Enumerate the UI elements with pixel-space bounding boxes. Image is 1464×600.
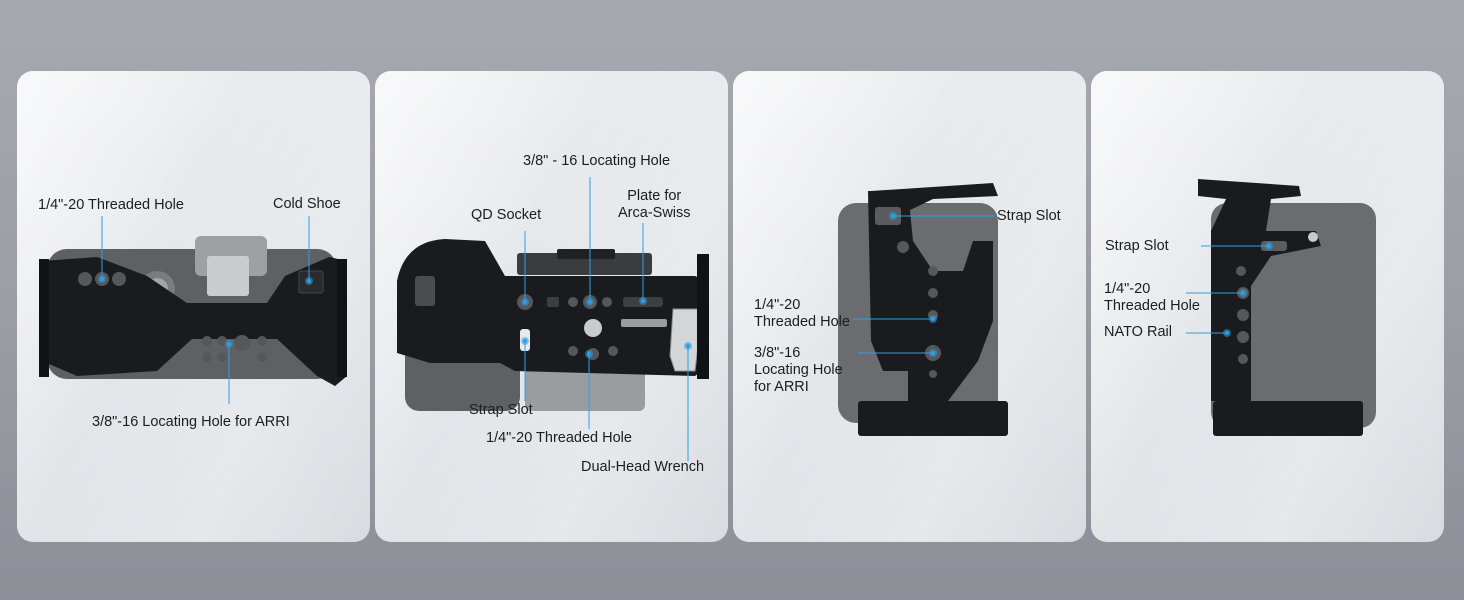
camera-lens-top bbox=[517, 253, 652, 275]
label-plate-for-arca-swiss: Plate for Arca-Swiss bbox=[618, 188, 691, 221]
label-locating-hole: 3/8" - 16 Locating Hole bbox=[523, 153, 671, 169]
strap-slot bbox=[1261, 241, 1287, 251]
strap-slot bbox=[875, 207, 901, 225]
cage-top-plate bbox=[42, 257, 347, 386]
panel-left-side-view: Strap Slot 1/4"-20 Threaded Hole 3/8"-16… bbox=[733, 71, 1086, 542]
qd-socket bbox=[517, 294, 533, 310]
panel-bottom-view: 3/8" - 16 Locating Hole QD Socket Plate … bbox=[375, 71, 728, 542]
threaded-hole-1 bbox=[78, 272, 92, 286]
cage-top-view-illustration bbox=[39, 236, 347, 386]
strap-slot-bar bbox=[520, 329, 530, 351]
label-strap-slot: Strap Slot bbox=[1105, 238, 1169, 254]
cage-side-plate bbox=[1198, 179, 1321, 401]
cage-bottom-view-illustration bbox=[397, 239, 709, 411]
panel-right-side-view: Strap Slot 1/4"-20 Threaded Hole NATO Ra… bbox=[1091, 71, 1444, 542]
label-nato-rail: NATO Rail bbox=[1104, 324, 1172, 340]
cage-base bbox=[1213, 401, 1363, 436]
label-locating-hole: 3/8"-16 Locating Hole for ARRI bbox=[754, 345, 843, 395]
threaded-hole-2 bbox=[95, 272, 109, 286]
dual-head-wrench bbox=[669, 308, 702, 372]
thumb-screw bbox=[584, 319, 602, 337]
cage-bottom-plate bbox=[397, 239, 708, 376]
arri-locating-hole bbox=[234, 335, 250, 351]
label-strap-slot: Strap Slot bbox=[997, 208, 1061, 224]
cage-base bbox=[858, 401, 1008, 436]
threaded-hole bbox=[1237, 287, 1249, 299]
label-cold-shoe: Cold Shoe bbox=[273, 196, 341, 212]
panel-top-view: 1/4"-20 Threaded Hole Cold Shoe 3/8"-16 … bbox=[17, 71, 370, 542]
camera-hot-shoe bbox=[207, 256, 249, 296]
label-qd-socket: QD Socket bbox=[471, 207, 542, 223]
arri-locating-hole bbox=[925, 345, 941, 361]
label-dual-head-wrench: Dual-Head Wrench bbox=[581, 459, 705, 475]
arca-locating-hole bbox=[583, 295, 597, 309]
threaded-hole-bottom bbox=[587, 348, 599, 360]
label-locating-hole: 3/8"-16 Locating Hole for ARRI bbox=[92, 414, 290, 430]
camera-lens-bottom bbox=[525, 363, 645, 411]
label-strap-slot: Strap Slot bbox=[469, 402, 533, 418]
cold-shoe-mount bbox=[298, 270, 324, 294]
label-threaded-hole: 1/4"-20 Threaded Hole bbox=[486, 430, 632, 446]
label-threaded-hole: 1/4"-20 Threaded Hole bbox=[38, 197, 184, 213]
label-threaded-hole: 1/4"-20 Threaded Hole bbox=[754, 297, 850, 330]
threaded-hole-3 bbox=[112, 272, 126, 286]
label-threaded-hole: 1/4"-20 Threaded Hole bbox=[1104, 281, 1200, 314]
cage-left-side-illustration bbox=[838, 183, 1008, 436]
